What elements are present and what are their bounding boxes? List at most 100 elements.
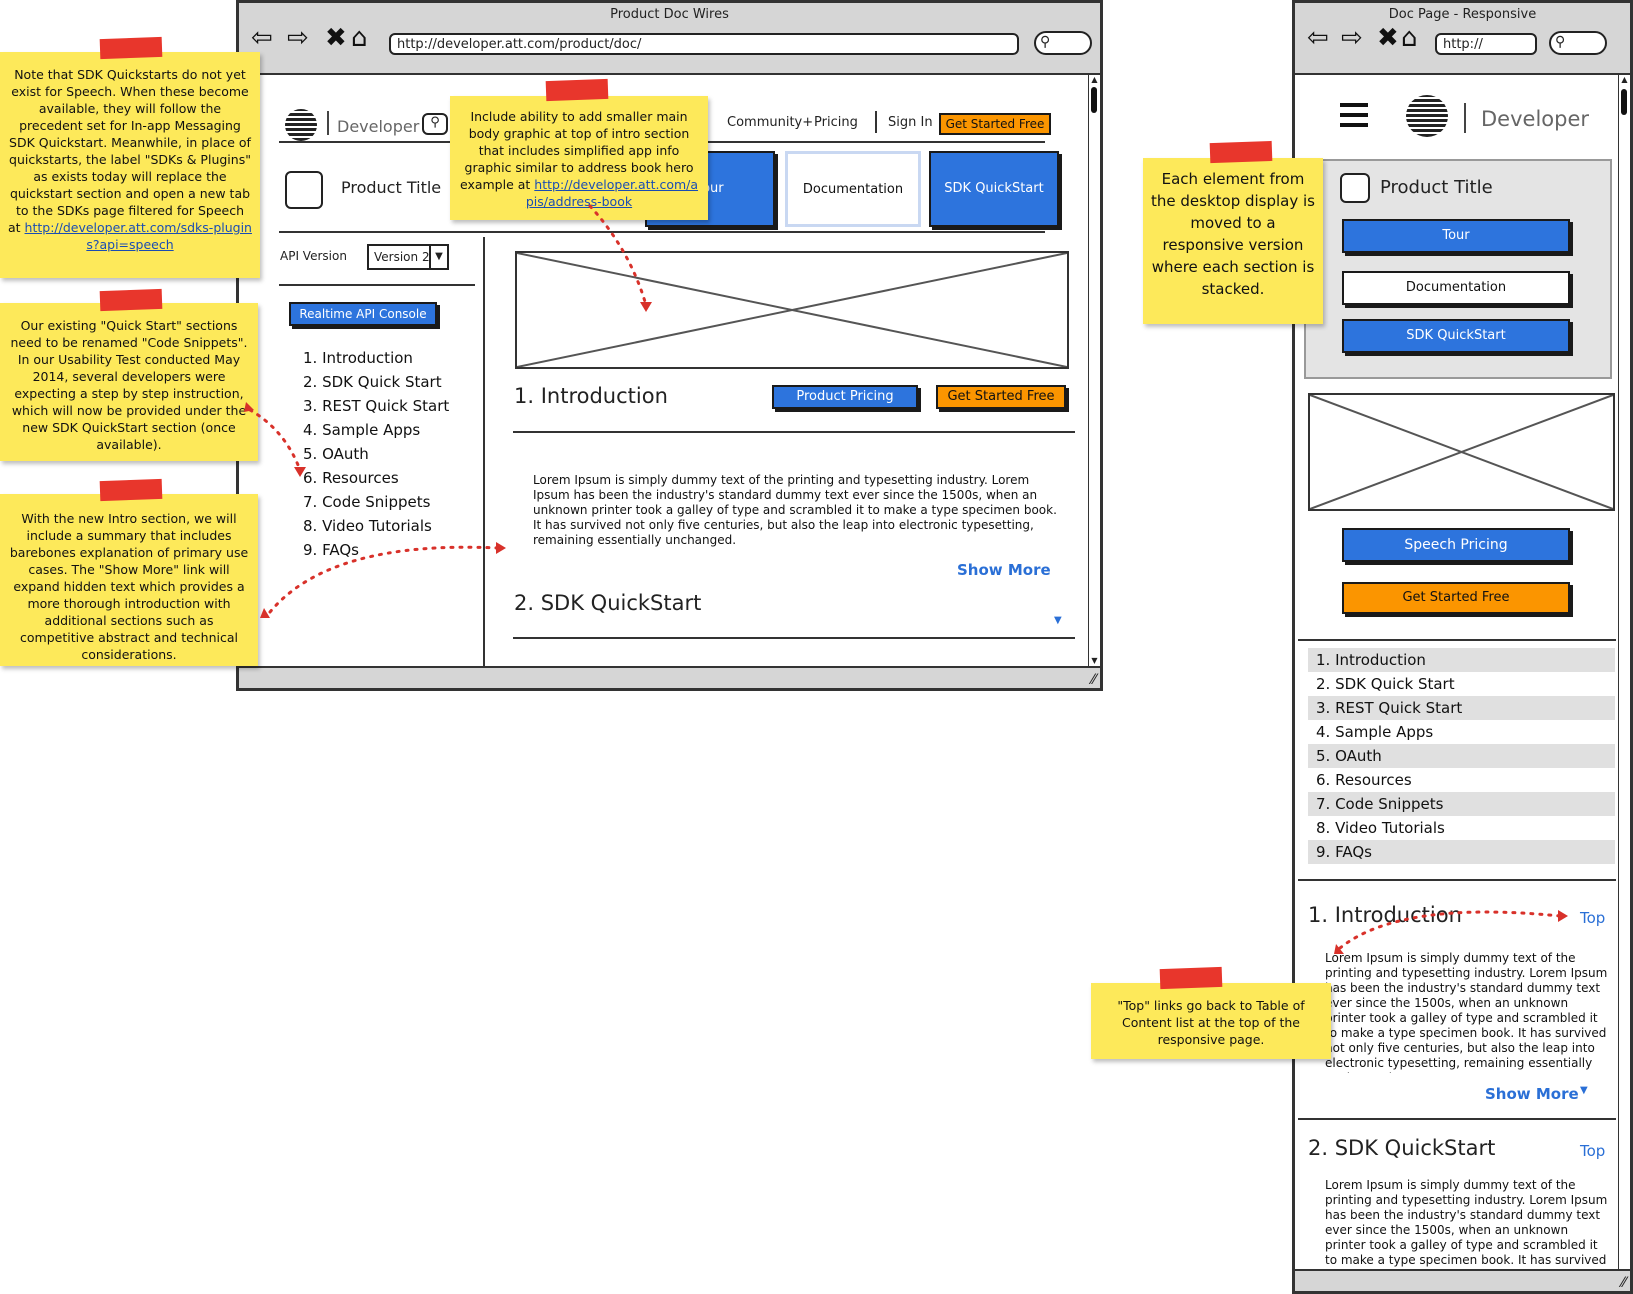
desktop-toc-item[interactable]: 8. Video Tutorials [303,517,432,535]
mobile-url-field[interactable]: http:// [1435,33,1537,55]
desktop-toc-item[interactable]: 3. REST Quick Start [303,397,450,415]
desktop-intro-text: Lorem Ipsum is simply dummy text of the … [533,473,1057,547]
back-arrow-icon[interactable]: ⇦ [1307,23,1329,53]
mobile-intro-text: Lorem Ipsum is simply dummy text of the … [1325,951,1608,1073]
desktop-intro-heading: 1. Introduction [514,384,668,408]
logo-divider [1464,103,1466,133]
mobile-toc-item[interactable]: 9. FAQs [1308,840,1615,864]
product-icon-placeholder [1340,173,1370,203]
mobile-toc-item[interactable]: 6. Resources [1316,771,1412,789]
home-icon[interactable]: ⌂ [1401,23,1418,53]
desktop-search-field[interactable]: ⚲ [1034,31,1092,55]
mobile-documentation-button[interactable]: Documentation [1342,271,1570,305]
header-search-icon[interactable]: ⚲ [422,113,448,135]
back-arrow-icon[interactable]: ⇦ [251,23,273,53]
header-get-started-button[interactable]: Get Started Free [939,113,1051,135]
mobile-show-more-link[interactable]: Show More [1485,1085,1579,1103]
mobile-toc-item[interactable]: 8. Video Tutorials [1316,819,1445,837]
att-logo-icon [285,109,317,141]
scroll-up-icon[interactable]: ▲ [1091,75,1098,84]
mobile-window-title: Doc Page - Responsive [1388,7,1537,22]
chevron-down-icon: ▼ [429,246,447,268]
logo-divider [327,111,329,135]
home-icon[interactable]: ⌂ [351,23,368,53]
sdks-plugins-link[interactable]: http://developer.att.com/sdks-plugins?ap… [24,220,252,252]
nav-community[interactable]: Community+ [727,115,814,130]
desktop-toc-item[interactable]: 5. OAuth [303,445,369,463]
version-select-value: Version 2 [374,250,430,264]
hamburger-menu-icon[interactable] [1340,103,1368,127]
note-code-snippets: Our existing "Quick Start" sections need… [0,303,258,461]
sdk-rule [513,637,1075,639]
scroll-thumb[interactable] [1091,87,1097,113]
resize-grip-icon[interactable]: ⁄⁄ [1621,1275,1626,1291]
desktop-logo-text: Developer [337,117,420,136]
mobile-tour-button[interactable]: Tour [1342,219,1570,253]
stop-icon[interactable]: ✖ [325,23,347,53]
mobile-graphic-placeholder [1308,393,1615,511]
desktop-product-title: Product Title [341,178,442,197]
caret-down-icon[interactable]: ▼ [1580,1085,1588,1096]
address-book-link[interactable]: http://developer.att.com/apis/address-bo… [525,177,699,209]
nav-pricing[interactable]: Pricing [814,115,858,130]
mobile-toc-item[interactable]: 1. Introduction [1308,648,1615,672]
version-select[interactable]: Version 2 ▼ [367,244,449,270]
mobile-toc-rule [1298,639,1616,641]
mobile-search-field[interactable]: ⚲ [1549,31,1607,55]
main-graphic-placeholder [515,251,1069,369]
stop-icon[interactable]: ✖ [1377,23,1399,53]
mobile-get-started-button[interactable]: Get Started Free [1342,582,1570,614]
att-logo-icon [1406,95,1448,137]
note-main-graphic: Include ability to add smaller main body… [450,96,708,220]
mobile-browser-window: Doc Page - Responsive ⇦ ⇨ ✖ ⌂ http:// ⚲ … [1292,0,1633,1294]
search-icon: ⚲ [1555,34,1566,50]
mobile-product-box: Product Title Tour Documentation SDK Qui… [1304,159,1612,379]
desktop-window-title: Product Doc Wires [610,7,729,22]
intro-rule [513,431,1075,433]
note-responsive: Each element from the desktop display is… [1143,158,1323,324]
desktop-toc-item[interactable]: 1. Introduction [303,349,413,367]
get-started-button[interactable]: Get Started Free [936,385,1066,409]
tab-sdk-quickstart[interactable]: SDK QuickStart [929,151,1059,227]
mobile-sdk-quickstart-button[interactable]: SDK QuickStart [1342,319,1570,353]
mobile-scrollbar[interactable]: ▲ [1618,75,1630,1269]
note-sdk-quickstarts-text: Note that SDK Quickstarts do not yet exi… [8,67,251,235]
resize-grip-icon[interactable]: ⁄⁄ [1091,672,1096,688]
scroll-down-icon[interactable]: ▼ [1091,656,1098,665]
note-sdk-quickstarts: Note that SDK Quickstarts do not yet exi… [0,52,260,278]
top-link[interactable]: Top [1580,1142,1606,1160]
mobile-toc-item[interactable]: 7. Code Snippets [1308,792,1615,816]
speech-pricing-button[interactable]: Speech Pricing [1342,528,1570,562]
scroll-up-icon[interactable]: ▲ [1621,75,1628,84]
mobile-intro-rule [1298,1118,1616,1120]
desktop-scrollbar[interactable]: ▲ ▼ [1088,75,1100,666]
top-link[interactable]: Top [1580,909,1606,927]
nav-sign-in[interactable]: Sign In [888,115,933,130]
mobile-toc-item[interactable]: 3. REST Quick Start [1308,696,1615,720]
mobile-toc-item[interactable]: 2. SDK Quick Start [1316,675,1455,693]
forward-arrow-icon[interactable]: ⇨ [1341,23,1363,53]
desktop-toc-item[interactable]: 7. Code Snippets [303,493,431,511]
mobile-toc-item[interactable]: 4. Sample Apps [1316,723,1434,741]
mobile-toolbar: Doc Page - Responsive ⇦ ⇨ ✖ ⌂ http:// ⚲ [1295,3,1630,75]
scroll-thumb[interactable] [1621,89,1627,115]
caret-down-icon[interactable]: ▼ [1054,615,1062,626]
mobile-statusbar: ⁄⁄ [1295,1269,1630,1291]
mobile-toc-item[interactable]: 5. OAuth [1308,744,1615,768]
desktop-toc-item[interactable]: 9. FAQs [303,541,359,559]
tape-decoration [1159,966,1223,990]
desktop-url-field[interactable]: http://developer.att.com/product/doc/ [389,33,1019,55]
mobile-logo-text: Developer [1481,107,1590,131]
product-icon-placeholder [285,171,323,209]
tape-decoration [99,288,163,312]
realtime-api-console-button[interactable]: Realtime API Console [289,302,437,326]
forward-arrow-icon[interactable]: ⇨ [287,23,309,53]
desktop-toc-item[interactable]: 6. Resources [303,469,399,487]
desktop-toc-item[interactable]: 2. SDK Quick Start [303,373,442,391]
desktop-toc-item[interactable]: 4. Sample Apps [303,421,421,439]
product-pricing-button[interactable]: Product Pricing [772,385,918,409]
api-version-label: API Version [280,249,347,263]
mobile-sdk-text: Lorem Ipsum is simply dummy text of the … [1325,1178,1608,1270]
desktop-show-more-link[interactable]: Show More [957,561,1051,579]
tab-documentation[interactable]: Documentation [785,151,921,227]
